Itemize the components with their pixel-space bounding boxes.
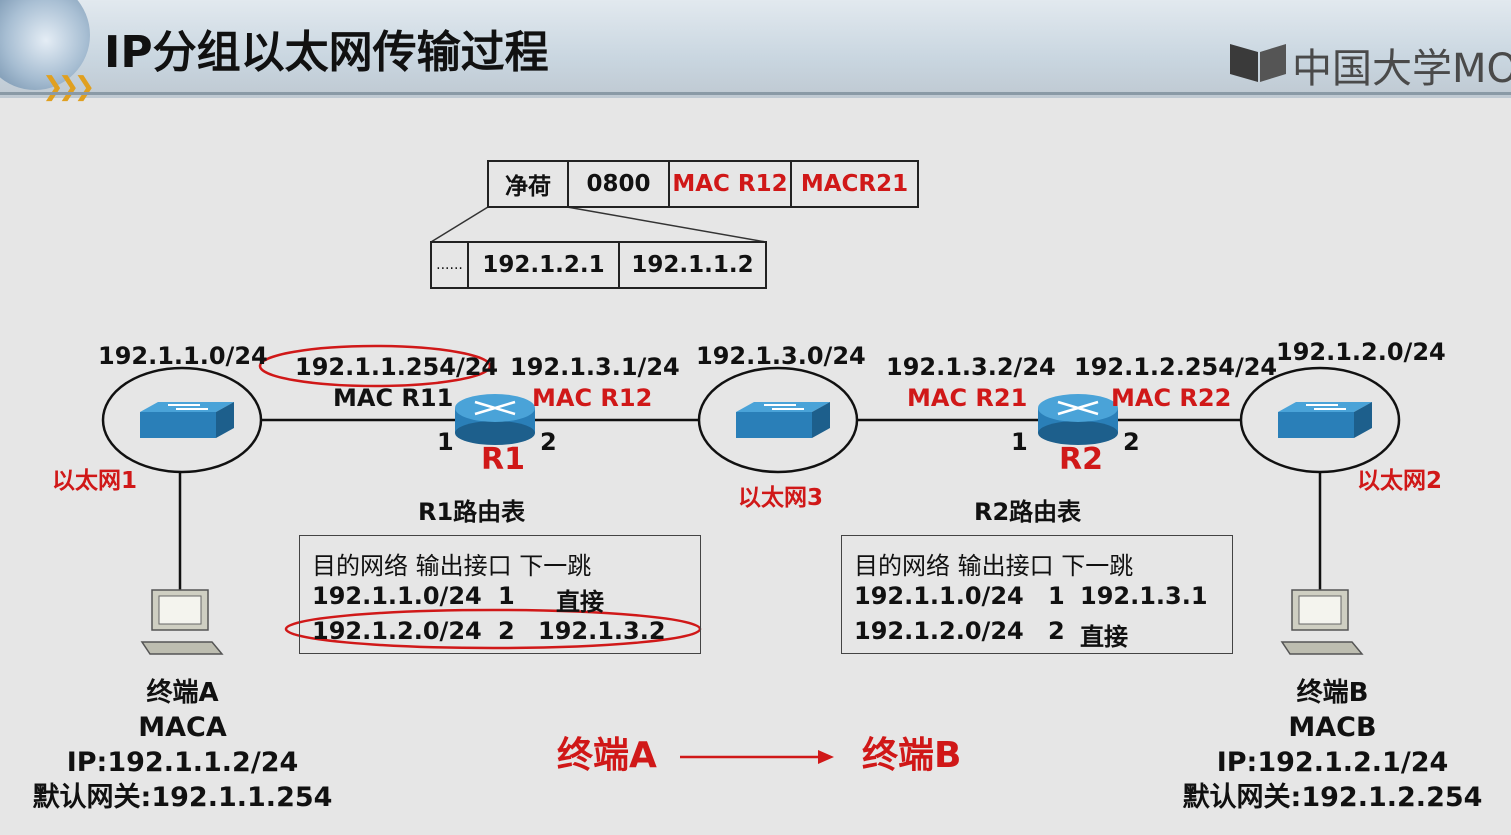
switch-icon — [736, 402, 830, 438]
r1-table-title: R1路由表 — [418, 498, 526, 526]
flow-arrow-icon — [680, 750, 834, 764]
frame-dst-mac: MACR21 — [800, 171, 909, 197]
r1-if2-ip: 192.1.3.1/24 — [510, 353, 680, 381]
r2-routing-table: 目的网络 输出接口 下一跳 192.1.1.0/24 1 192.1.3.1 1… — [841, 535, 1233, 654]
r2-table-header: 目的网络 输出接口 下一跳 — [854, 552, 1134, 580]
r1-table-header: 目的网络 输出接口 下一跳 — [312, 552, 592, 580]
net1-prefix: 192.1.1.0/24 — [98, 342, 268, 370]
host-a-name: 终端A — [146, 678, 219, 708]
r2-table-row: 192.1.2.0/24 2 直接 — [854, 617, 1224, 651]
net3-prefix: 192.1.3.0/24 — [696, 342, 866, 370]
r2-port1: 1 — [1011, 428, 1028, 456]
host-a-mac: MACA — [138, 712, 227, 743]
r1-name: R1 — [481, 442, 525, 477]
highlight-r1-if1 — [258, 344, 492, 388]
r2-if2-mac: MAC R22 — [1111, 384, 1232, 412]
net2-label: 以太网2 — [1357, 468, 1443, 494]
r2-row2-next: 直接 — [1080, 623, 1128, 651]
r2-if1-mac: MAC R21 — [907, 384, 1028, 412]
ethernet1-segment — [101, 366, 263, 474]
ethernet2-segment — [1239, 366, 1401, 474]
ethernet-frame: 净荷 0800 MAC R12 MACR21 — [487, 160, 919, 208]
host-a-ip: IP:192.1.1.2/24 — [66, 747, 299, 778]
r2-table-row: 192.1.1.0/24 1 192.1.3.1 — [854, 582, 1224, 610]
mooc-logo-text: 中国大学MO — [1292, 46, 1511, 92]
slide-header: ❯❯❯ IP分组以太网传输过程 中国大学MO — [0, 0, 1511, 102]
r1-table-row: 192.1.1.0/24 1 直接 — [312, 582, 692, 616]
host-b-gateway: 默认网关:192.1.2.254 — [1182, 782, 1483, 813]
r1-if1-ip: 192.1.1.254/24 — [295, 353, 499, 381]
r2-row1-next: 192.1.3.1 — [1080, 582, 1208, 610]
header-divider — [0, 92, 1511, 95]
net3-label: 以太网3 — [738, 485, 824, 511]
r1-port1: 1 — [437, 428, 454, 456]
r1-row1-dest: 192.1.1.0/24 — [312, 582, 482, 610]
net1-label: 以太网1 — [52, 468, 138, 494]
computer-b-icon — [1280, 589, 1364, 655]
frame-payload: 净荷 — [489, 162, 569, 206]
frame-src-mac: MAC R12 — [670, 162, 792, 206]
r2-row1-dest: 192.1.1.0/24 — [854, 582, 1024, 610]
r1-routing-table: 目的网络 输出接口 下一跳 192.1.1.0/24 1 直接 192.1.2.… — [299, 535, 701, 654]
host-b-ip: IP:192.1.2.1/24 — [1216, 747, 1449, 778]
ip-packet: ...... 192.1.2.1 192.1.1.2 — [430, 241, 767, 289]
r2-if2-ip: 192.1.2.254/24 — [1074, 353, 1278, 381]
r1-if2-mac: MAC R12 — [532, 384, 653, 412]
r1-if1-mac: MAC R11 — [333, 384, 454, 412]
r2-row2-iface: 2 — [1048, 617, 1065, 645]
flow-from: 终端A — [557, 735, 657, 776]
r2-row2-dest: 192.1.2.0/24 — [854, 617, 1024, 645]
mooc-logo-icon — [1230, 44, 1286, 82]
r2-row1-iface: 1 — [1048, 582, 1065, 610]
router-r2-icon — [1038, 394, 1118, 445]
host-b-name: 终端B — [1296, 678, 1369, 708]
chevrons-icon: ❯❯❯ — [42, 72, 95, 102]
switch-icon — [1278, 402, 1372, 438]
r1-row2-iface: 2 — [498, 617, 515, 645]
host-b-info: 终端B MACB IP:192.1.2.1/24 默认网关:192.1.2.25… — [1170, 680, 1495, 811]
r1-row2-next: 192.1.3.2 — [538, 617, 666, 645]
r1-port2: 2 — [540, 428, 557, 456]
r2-if1-ip: 192.1.3.2/24 — [886, 353, 1056, 381]
ip-src-address: 192.1.1.2 — [631, 252, 754, 278]
r1-row1-iface: 1 — [498, 582, 515, 610]
r1-table-row: 192.1.2.0/24 2 192.1.3.2 — [312, 617, 692, 645]
ip-other-fields: ...... — [432, 243, 469, 287]
host-a-info: 终端A MACA IP:192.1.1.2/24 默认网关:192.1.1.25… — [20, 680, 345, 811]
r2-table-title: R2路由表 — [974, 498, 1082, 526]
net2-prefix: 192.1.2.0/24 — [1276, 338, 1446, 366]
r2-name: R2 — [1059, 442, 1103, 477]
switch-icon — [140, 402, 234, 438]
frame-type: 0800 — [569, 162, 670, 206]
r1-row2-dest: 192.1.2.0/24 — [312, 617, 482, 645]
computer-a-icon — [140, 589, 224, 655]
slide-title: IP分组以太网传输过程 — [104, 27, 549, 78]
host-a-gateway: 默认网关:192.1.1.254 — [32, 782, 333, 813]
r2-port2: 2 — [1123, 428, 1140, 456]
r1-row1-next: 直接 — [556, 588, 604, 616]
flow-to: 终端B — [862, 735, 962, 776]
host-b-mac: MACB — [1288, 712, 1377, 743]
ip-dst-address: 192.1.2.1 — [469, 243, 620, 287]
ethernet3-segment — [697, 366, 859, 474]
router-r1-icon — [455, 394, 535, 445]
